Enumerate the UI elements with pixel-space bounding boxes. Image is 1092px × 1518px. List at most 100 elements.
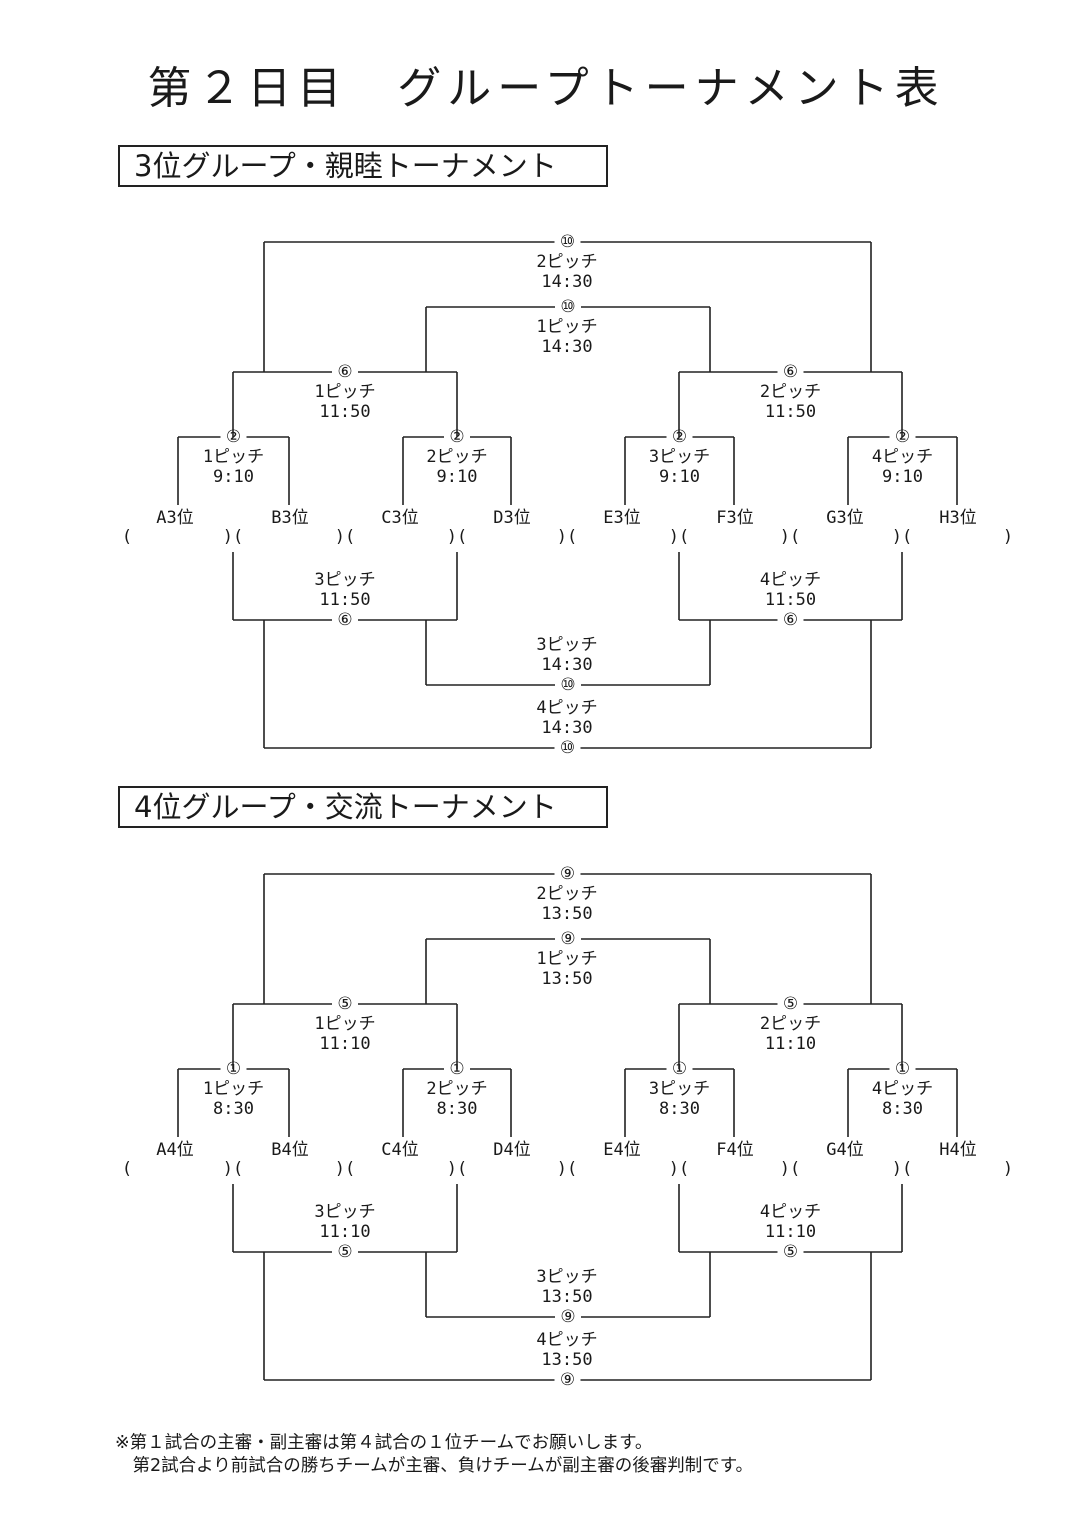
match-number: ⑨: [560, 1307, 575, 1327]
bracket-3rd-place: ②1ピッチ9:10②2ピッチ9:10②3ピッチ9:10②4ピッチ9:10⑥1ピッ…: [122, 232, 1013, 758]
match-time: 9:10: [882, 467, 923, 487]
match-pitch: 2ピッチ: [760, 1014, 821, 1034]
team-slot-label: B4位: [271, 1140, 308, 1160]
team-slot-label: C4位: [381, 1140, 418, 1160]
section-heading-4th-place: 4位グループ・交流トーナメント: [118, 786, 608, 828]
match-number: ⑨: [560, 864, 575, 884]
match-time: 11:50: [765, 402, 816, 422]
match-time: 11:50: [765, 590, 816, 610]
footnote-line-1: ※第１試合の主審・副主審は第４試合の１位チームでお願いします。: [115, 1433, 653, 1453]
team-slot-label: G3位: [826, 508, 863, 528]
page-title: 第２日目 グループトーナメント表: [147, 63, 945, 114]
team-slot-label: D4位: [493, 1140, 530, 1160]
match-pitch: 1ピッチ: [314, 1014, 375, 1034]
match-time: 8:30: [437, 1099, 478, 1119]
match-pitch: 3ピッチ: [536, 635, 597, 655]
team-slot-label: A3位: [156, 508, 193, 528]
match-time: 14:30: [541, 272, 592, 292]
match-number: ⑤: [337, 1242, 352, 1262]
match-pitch: 2ピッチ: [426, 1079, 487, 1099]
match-time: 8:30: [213, 1099, 254, 1119]
team-slot-paren: )(: [892, 1159, 912, 1179]
match-time: 9:10: [437, 467, 478, 487]
match-pitch: 1ピッチ: [536, 949, 597, 969]
match-time: 9:10: [213, 467, 254, 487]
team-slot-label: F4位: [716, 1140, 753, 1160]
match-time: 13:50: [541, 1287, 592, 1307]
match-number: ⑤: [337, 994, 352, 1014]
match-pitch: 2ピッチ: [536, 252, 597, 272]
match-pitch: 3ピッチ: [649, 447, 710, 467]
match-time: 11:10: [765, 1222, 816, 1242]
team-slot-label: F3位: [716, 508, 753, 528]
footnote-line-2: 第2試合より前試合の勝ちチームが主審、負けチームが副主審の後審判制です。: [115, 1456, 753, 1476]
match-number: ⑩: [560, 232, 575, 252]
team-slot-label: D3位: [493, 508, 530, 528]
match-pitch: 1ピッチ: [203, 447, 264, 467]
match-pitch: 1ピッチ: [203, 1079, 264, 1099]
team-slot-paren: )(: [335, 527, 355, 547]
match-time: 8:30: [659, 1099, 700, 1119]
team-slot-label: B3位: [271, 508, 308, 528]
team-slot-paren: )(: [780, 1159, 800, 1179]
match-number: ⑩: [560, 738, 575, 758]
team-slot-paren: )(: [447, 1159, 467, 1179]
team-slot-label: E4位: [603, 1140, 640, 1160]
match-pitch: 4ピッチ: [872, 1079, 933, 1099]
match-number: ⑨: [560, 929, 575, 949]
team-slot-paren: ): [1003, 527, 1013, 547]
match-pitch: 4ピッチ: [536, 698, 597, 718]
team-slot-label: H4位: [939, 1140, 976, 1160]
team-slot-label: E3位: [603, 508, 640, 528]
match-pitch: 2ピッチ: [760, 382, 821, 402]
team-slot-label: H3位: [939, 508, 976, 528]
team-slot-label: A4位: [156, 1140, 193, 1160]
match-pitch: 2ピッチ: [536, 884, 597, 904]
match-number: ⑨: [560, 1370, 575, 1390]
match-time: 8:30: [882, 1099, 923, 1119]
match-time: 14:30: [541, 337, 592, 357]
team-slot-paren: (: [122, 1159, 132, 1179]
team-slot-paren: )(: [335, 1159, 355, 1179]
match-time: 11:10: [319, 1222, 370, 1242]
match-time: 9:10: [659, 467, 700, 487]
match-number: ⑥: [783, 610, 798, 630]
match-time: 14:30: [541, 718, 592, 738]
match-time: 13:50: [541, 969, 592, 989]
team-slot-paren: (: [122, 527, 132, 547]
match-pitch: 3ピッチ: [314, 570, 375, 590]
team-slot-paren: )(: [223, 527, 243, 547]
match-number: ⑩: [560, 297, 575, 317]
match-number: ⑩: [560, 675, 575, 695]
match-pitch: 3ピッチ: [536, 1267, 597, 1287]
match-time: 13:50: [541, 904, 592, 924]
team-slot-paren: )(: [557, 527, 577, 547]
match-time: 11:50: [319, 402, 370, 422]
match-time: 11:10: [319, 1034, 370, 1054]
match-time: 11:10: [765, 1034, 816, 1054]
match-number: ⑥: [337, 362, 352, 382]
team-slot-label: G4位: [826, 1140, 863, 1160]
match-number: ⑤: [783, 1242, 798, 1262]
team-slot-label: C3位: [381, 508, 418, 528]
match-number: ⑤: [783, 994, 798, 1014]
match-pitch: 1ピッチ: [536, 317, 597, 337]
match-pitch: 3ピッチ: [649, 1079, 710, 1099]
team-slot-paren: )(: [447, 527, 467, 547]
match-number: ⑥: [783, 362, 798, 382]
section-heading-3rd-place: 3位グループ・親睦トーナメント: [118, 145, 608, 187]
match-time: 11:50: [319, 590, 370, 610]
footnote: ※第１試合の主審・副主審は第４試合の１位チームでお願いします。 第2試合より前試…: [115, 1432, 753, 1478]
team-slot-paren: )(: [780, 527, 800, 547]
team-slot-paren: )(: [669, 1159, 689, 1179]
match-pitch: 4ピッチ: [872, 447, 933, 467]
team-slot-paren: )(: [557, 1159, 577, 1179]
match-number: ⑥: [337, 610, 352, 630]
match-pitch: 4ピッチ: [760, 570, 821, 590]
team-slot-paren: )(: [892, 527, 912, 547]
match-pitch: 2ピッチ: [426, 447, 487, 467]
team-slot-paren: )(: [223, 1159, 243, 1179]
match-time: 14:30: [541, 655, 592, 675]
team-slot-paren: )(: [669, 527, 689, 547]
match-time: 13:50: [541, 1350, 592, 1370]
